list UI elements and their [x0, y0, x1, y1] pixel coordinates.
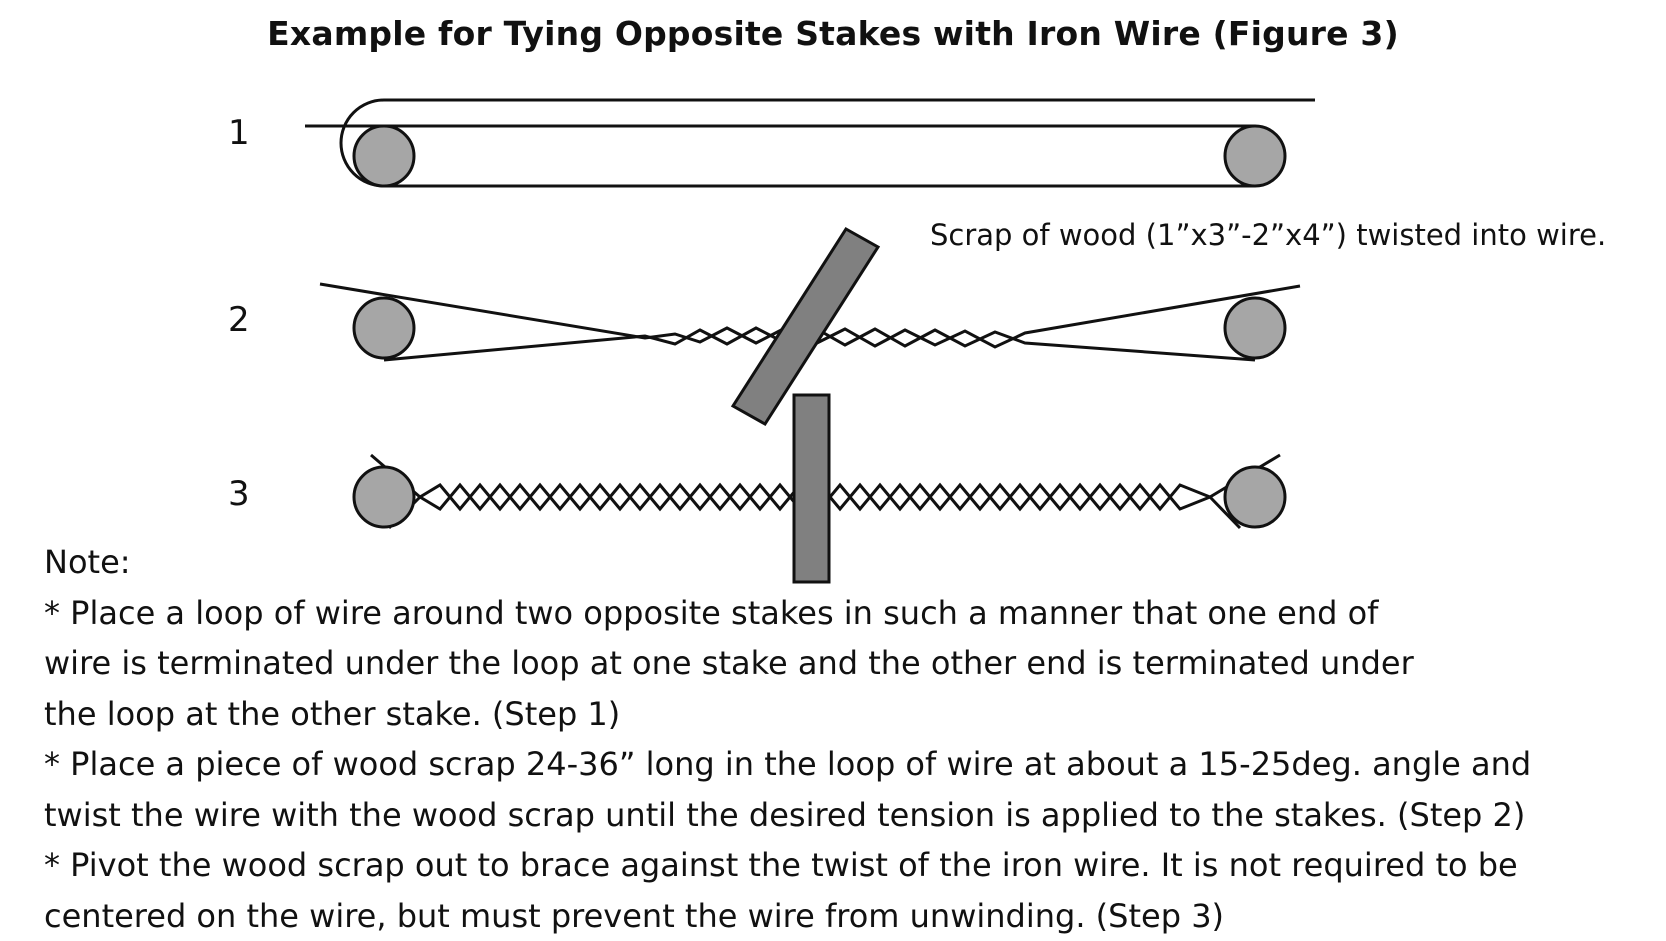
note-line: the loop at the other stake. (Step 1) [44, 689, 1654, 740]
stake-left [354, 126, 414, 186]
note-line: wire is terminated under the loop at one… [44, 638, 1654, 689]
note-line: * Pivot the wood scrap out to brace agai… [44, 840, 1654, 891]
stake-left [354, 467, 414, 527]
stake-right [1225, 298, 1285, 358]
note-heading: Note: [44, 537, 1654, 588]
note-line: * Place a loop of wire around two opposi… [44, 588, 1654, 639]
note-line: * Place a piece of wood scrap 24-36” lon… [44, 739, 1654, 790]
stake-right [1225, 467, 1285, 527]
note-line: centered on the wire, but must prevent t… [44, 891, 1654, 941]
step-1-diagram [305, 100, 1315, 186]
stake-left [354, 298, 414, 358]
wire-top-strand [341, 100, 1315, 186]
notes-section: Note: * Place a loop of wire around two … [44, 537, 1654, 941]
stake-right [1225, 126, 1285, 186]
note-line: twist the wire with the wood scrap until… [44, 790, 1654, 841]
